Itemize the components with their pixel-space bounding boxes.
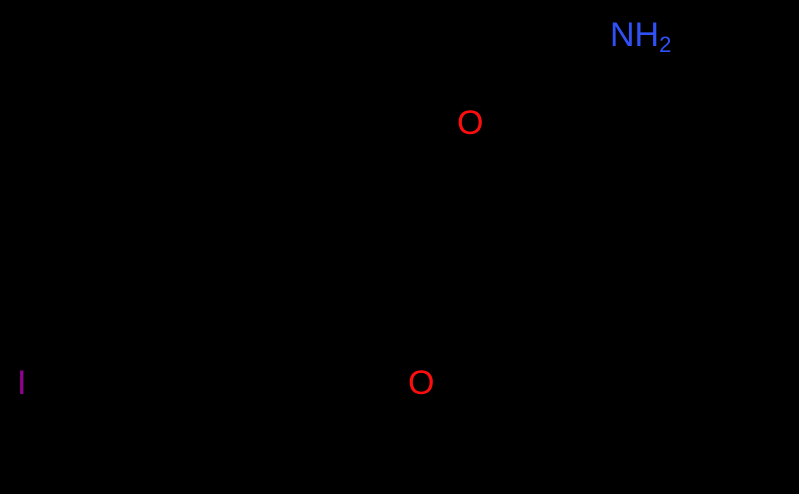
ketone-oxygen-label: O xyxy=(408,364,435,402)
amine-symbol: NH xyxy=(610,16,660,54)
iodine-label: I xyxy=(17,364,27,402)
amine-label: NH2 xyxy=(610,18,671,56)
carbonyl-oxygen-label: O xyxy=(457,104,484,142)
amine-subscript: 2 xyxy=(659,32,672,57)
